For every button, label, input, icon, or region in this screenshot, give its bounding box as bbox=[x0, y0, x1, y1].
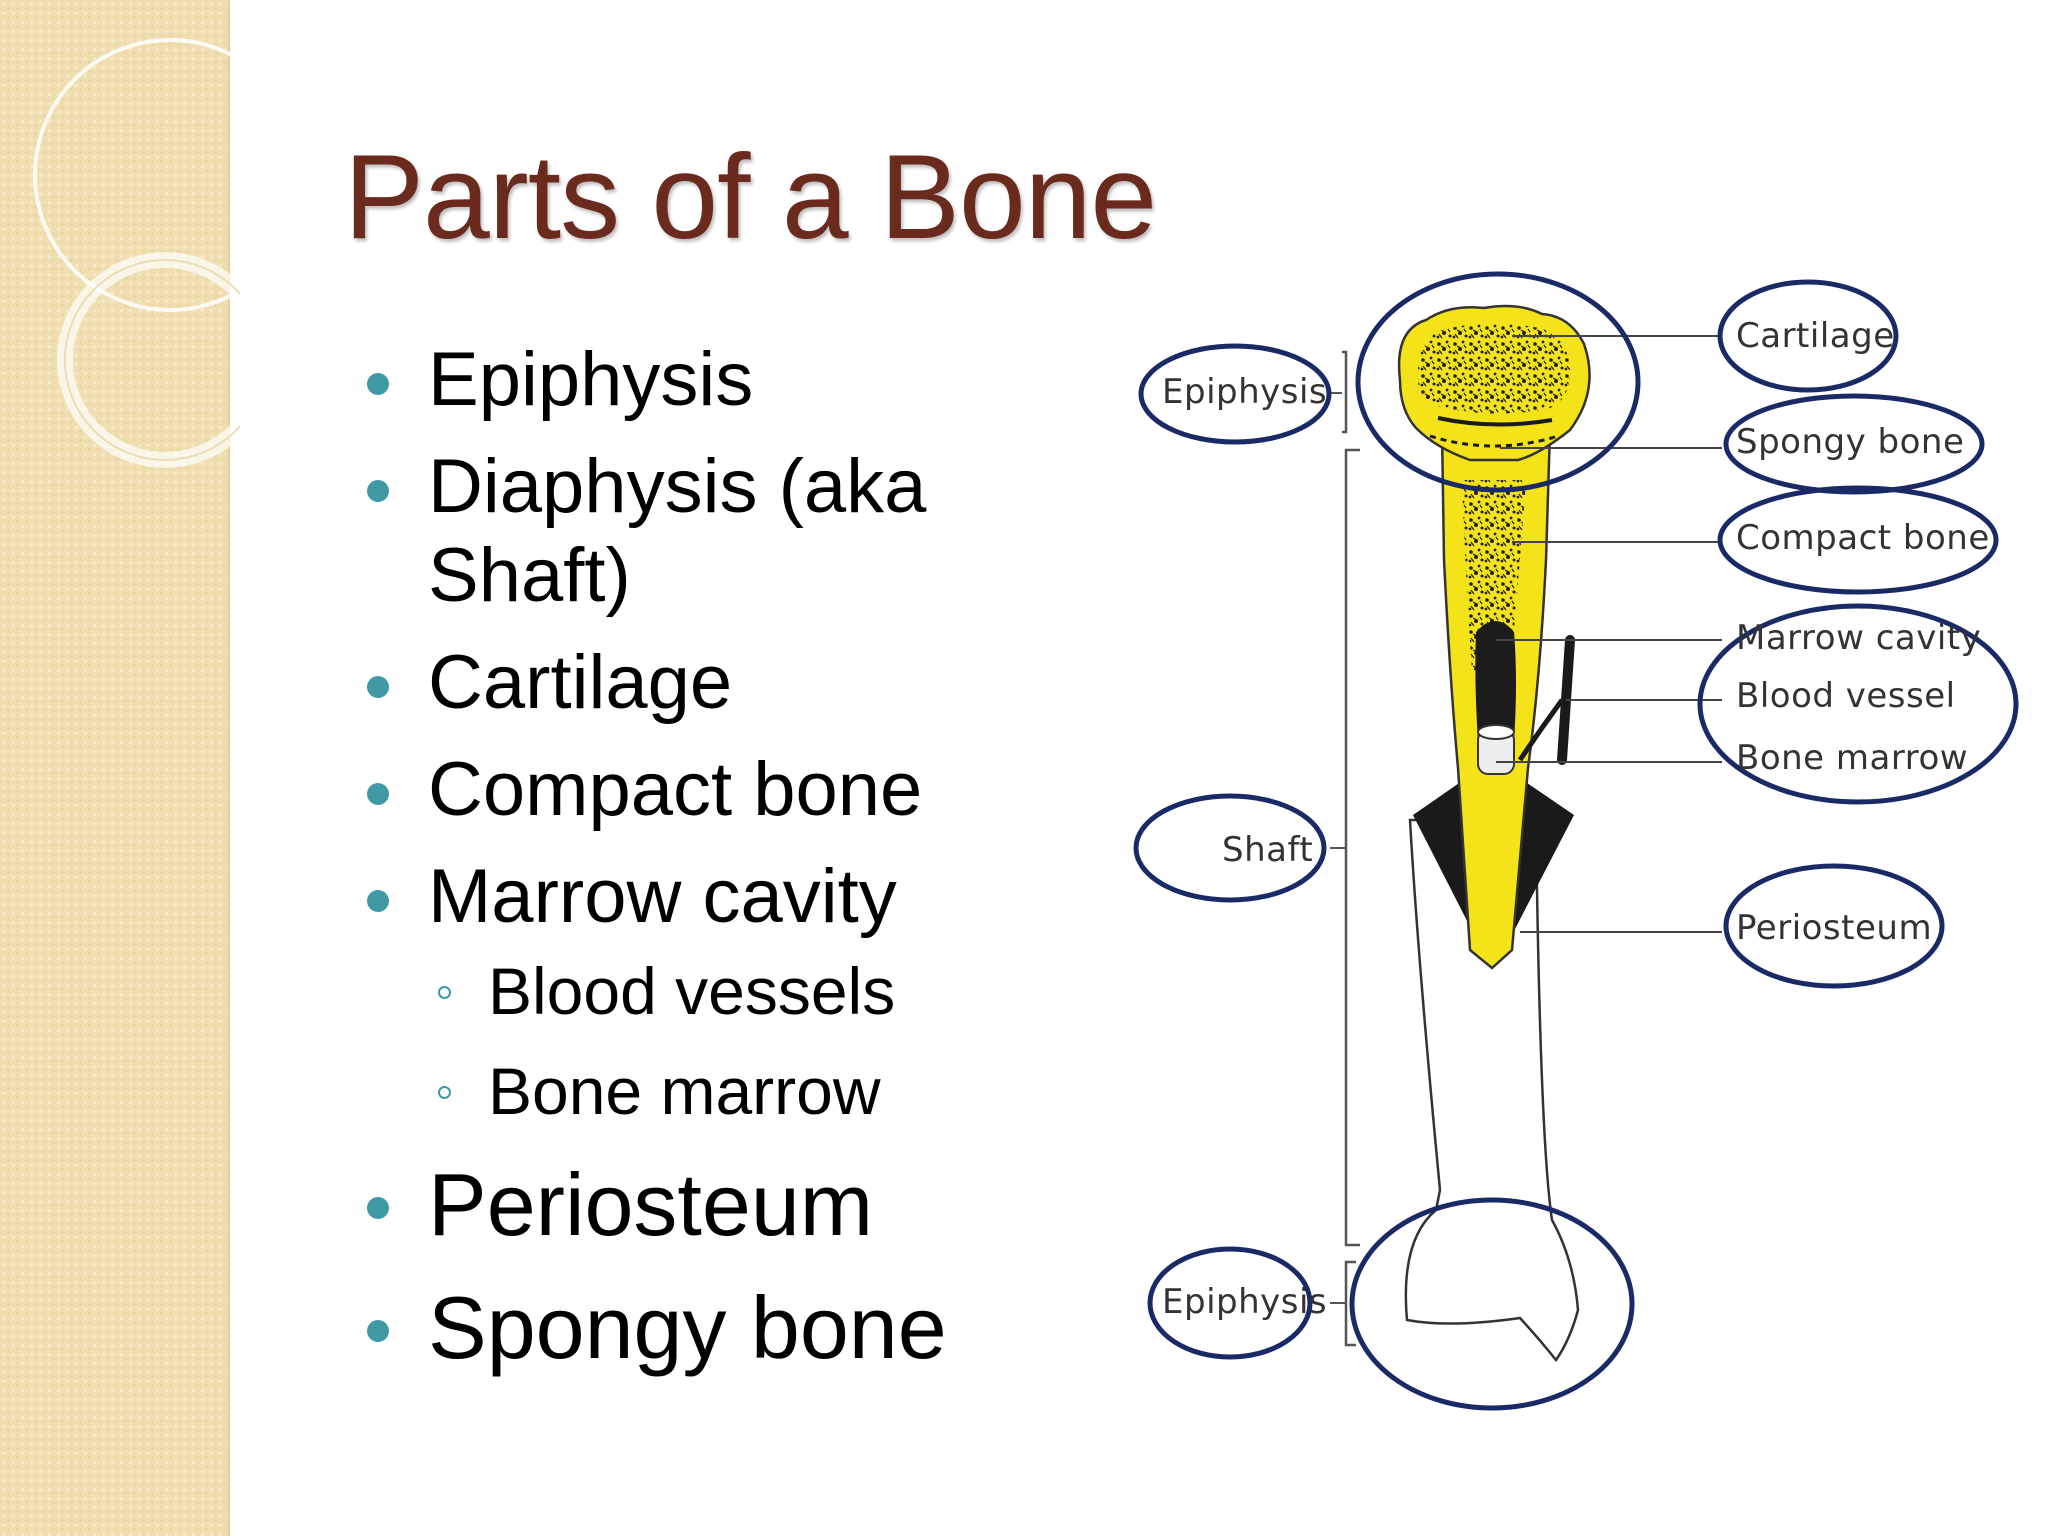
epiphyseal-line bbox=[1437, 416, 1553, 427]
label-shaft: Shaft bbox=[1222, 830, 1314, 870]
sub-bullet-item: Bone marrow bbox=[360, 1053, 1100, 1130]
highlight-ellipse-foot bbox=[1349, 1197, 1635, 1411]
bullet-item: Marrow cavity bbox=[360, 853, 1100, 942]
bullet-dot-icon bbox=[367, 675, 389, 698]
slide-title: Parts of a Bone bbox=[344, 130, 1157, 264]
bullet-dot-icon bbox=[367, 1196, 389, 1219]
highlight-ellipse-shaft bbox=[1133, 793, 1327, 903]
bullet-item: Cartilage bbox=[360, 639, 1100, 728]
bracket-shaft bbox=[1344, 448, 1360, 1247]
bullet-dot-icon bbox=[367, 889, 389, 912]
bullet-text: Bone marrow bbox=[488, 1053, 881, 1128]
highlight-ellipses bbox=[1133, 271, 2019, 1411]
bullet-dot-icon bbox=[367, 373, 389, 395]
highlight-ellipse-spongy-bone bbox=[1723, 393, 1985, 495]
bullet-item: Diaphysis (aka Shaft) bbox=[360, 443, 1100, 621]
bullet-text: Diaphysis (aka Shaft) bbox=[428, 443, 927, 618]
bullet-item: Compact bone bbox=[360, 746, 1100, 835]
bullet-dot-icon bbox=[367, 1319, 389, 1342]
bullet-text: Spongy bone bbox=[428, 1277, 947, 1377]
bullet-text: Cartilage bbox=[428, 639, 733, 725]
highlight-ellipse-head bbox=[1355, 271, 1641, 493]
bullet-text: Epiphysis bbox=[428, 337, 754, 422]
highlight-ellipse-cartilage bbox=[1717, 279, 1899, 393]
bullet-text: Blood vessels bbox=[488, 954, 896, 1029]
spongy-bone-head bbox=[1417, 323, 1570, 414]
bullet-dot-icon bbox=[367, 479, 389, 502]
highlight-ellipse-epiphysis-top bbox=[1138, 343, 1332, 445]
decorative-rings bbox=[33, 38, 240, 468]
label-blood-vessel: Blood vessel bbox=[1736, 676, 1956, 716]
bone-diagram: Epiphysis Shaft Epiphysis Cartilage Spon… bbox=[1100, 260, 2040, 1440]
label-marrow-cavity: Marrow cavity bbox=[1736, 618, 1982, 658]
bullet-item: Periosteum bbox=[360, 1154, 1100, 1257]
sub-bullet-item: Blood vessels bbox=[360, 953, 1100, 1030]
bone-illustration bbox=[1133, 271, 2019, 1411]
marrow-cavity bbox=[1475, 621, 1516, 742]
bullet-item: Epiphysis bbox=[360, 336, 1100, 425]
bullet-dot-icon bbox=[367, 782, 389, 805]
label-periosteum: Periosteum bbox=[1736, 908, 1933, 948]
bullet-list: Epiphysis Diaphysis (aka Shaft) Cartilag… bbox=[360, 336, 1100, 1380]
bone-lower-shaft bbox=[1404, 818, 1580, 1363]
highlight-ellipse-epiphysis-bottom bbox=[1147, 1246, 1313, 1360]
epiphyseal-line bbox=[1429, 434, 1559, 448]
highlight-ellipse-compact-bone bbox=[1717, 485, 1999, 595]
sub-bullet-ring-icon bbox=[438, 986, 451, 1000]
label-cartilage: Cartilage bbox=[1736, 316, 1895, 356]
label-epiphysis-top: Epiphysis bbox=[1162, 372, 1328, 412]
label-compact-bone: Compact bone bbox=[1736, 518, 1990, 558]
label-spongy-bone: Spongy bone bbox=[1736, 422, 1965, 462]
highlight-ellipse-periosteum bbox=[1723, 863, 1945, 989]
bullet-text: Periosteum bbox=[428, 1154, 874, 1254]
label-epiphysis-bottom: Epiphysis bbox=[1162, 1282, 1328, 1322]
sub-bullet-ring-icon bbox=[438, 1085, 451, 1099]
bracket-epiphysis-top bbox=[1342, 350, 1348, 434]
bullet-item: Spongy bone bbox=[360, 1277, 1100, 1380]
spongy-bone-shaft bbox=[1462, 480, 1526, 672]
bullet-text: Compact bone bbox=[428, 746, 923, 832]
bone-marrow-top bbox=[1477, 724, 1515, 740]
blood-vessel-branch bbox=[1517, 698, 1565, 762]
label-bone-marrow: Bone marrow bbox=[1736, 738, 1969, 778]
highlight-ellipse-marrow-group bbox=[1697, 603, 2019, 805]
bullet-text: Marrow cavity bbox=[428, 853, 897, 939]
